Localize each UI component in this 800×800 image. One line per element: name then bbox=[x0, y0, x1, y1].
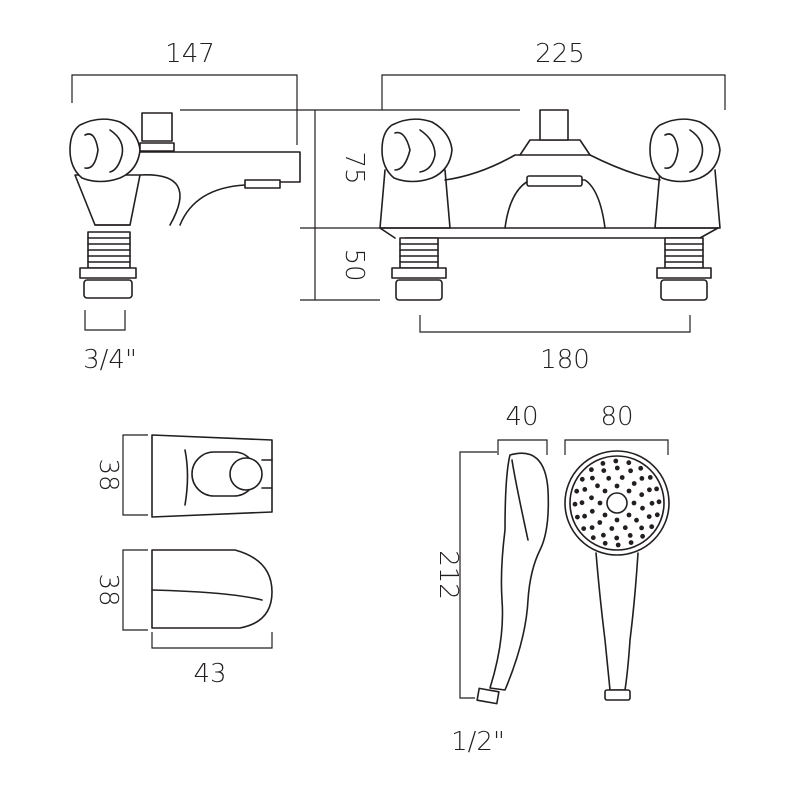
nozzle-dot bbox=[639, 492, 645, 498]
dim-225: 225 bbox=[535, 39, 585, 69]
nozzle-dot bbox=[579, 500, 585, 506]
nozzle-dot bbox=[649, 500, 655, 506]
nozzle-dot bbox=[631, 500, 637, 506]
nozzle-dot bbox=[606, 475, 612, 481]
nozzle-dot bbox=[597, 520, 603, 525]
nozzle-dot bbox=[614, 465, 620, 471]
nozzle-dot bbox=[627, 533, 633, 538]
nozzle-dot bbox=[614, 483, 620, 489]
nozzle-dot bbox=[613, 458, 619, 464]
mixer-front-view: 225 bbox=[379, 39, 726, 375]
nozzle-dot bbox=[646, 514, 652, 519]
nozzle-dot bbox=[626, 460, 632, 466]
nozzle-dot bbox=[589, 467, 594, 473]
nozzle-dot bbox=[626, 512, 632, 518]
spray-nozzles bbox=[572, 458, 662, 548]
nozzle-dot bbox=[640, 533, 645, 539]
wall-bracket: 38 bbox=[93, 434, 273, 518]
nozzle-dot bbox=[601, 532, 606, 538]
dim-43: 43 bbox=[193, 659, 226, 689]
nozzle-dot bbox=[581, 526, 587, 531]
nozzle-dot bbox=[589, 495, 594, 501]
nozzle-dot bbox=[589, 525, 595, 530]
nozzle-dot bbox=[582, 513, 587, 519]
nozzle-dot bbox=[602, 540, 608, 546]
dim-38-bracket: 38 bbox=[93, 458, 123, 491]
height-dimensions: 75 50 bbox=[180, 109, 520, 301]
dim-50: 50 bbox=[339, 248, 369, 281]
handle-right bbox=[649, 118, 721, 183]
nozzle-dot bbox=[615, 542, 621, 548]
nozzle-dot bbox=[634, 517, 639, 523]
nozzle-dot bbox=[575, 514, 580, 520]
nozzle-dot bbox=[600, 461, 606, 466]
thread-front-right bbox=[656, 237, 712, 301]
thread-front-left bbox=[391, 237, 447, 301]
mixer-side-view: 147 3/4" bbox=[69, 39, 301, 375]
nozzle-dot bbox=[654, 486, 659, 492]
dim-1-2: 1/2" bbox=[451, 727, 505, 757]
nozzle-dot bbox=[631, 481, 637, 486]
nozzle-dot bbox=[626, 488, 632, 494]
nozzle-dot bbox=[639, 525, 644, 531]
nozzle-dot bbox=[582, 487, 588, 492]
nozzle-dot bbox=[574, 488, 580, 494]
handset-front: 80 bbox=[564, 402, 670, 701]
nozzle-dot bbox=[614, 517, 620, 523]
nozzle-dot bbox=[647, 487, 652, 493]
thread-side bbox=[79, 231, 137, 299]
nozzle-dot bbox=[579, 476, 585, 482]
nozzle-dot bbox=[654, 512, 660, 518]
nozzle-dot bbox=[590, 475, 595, 481]
dim-147: 147 bbox=[165, 39, 215, 69]
dim-40: 40 bbox=[505, 402, 538, 432]
dim-38-cradle: 38 bbox=[93, 573, 123, 606]
nozzle-dot bbox=[595, 483, 600, 489]
nozzle-dot bbox=[602, 512, 608, 518]
dim-75: 75 bbox=[339, 151, 369, 184]
nozzle-dot bbox=[639, 476, 645, 481]
dim-3-4: 3/4" bbox=[83, 345, 137, 375]
handle-side bbox=[69, 118, 141, 183]
dim-180: 180 bbox=[540, 345, 590, 375]
nozzle-dot bbox=[622, 525, 628, 531]
nozzle-dot bbox=[619, 475, 625, 480]
nozzle-dot bbox=[572, 501, 578, 507]
nozzle-dot bbox=[597, 500, 603, 506]
nozzle-dot bbox=[602, 488, 608, 494]
nozzle-dot bbox=[601, 468, 607, 473]
nozzle-dot bbox=[640, 505, 645, 511]
nozzle-dot bbox=[656, 499, 662, 505]
nozzle-dot bbox=[628, 540, 634, 545]
nozzle-dot bbox=[628, 468, 633, 474]
nozzle-dot bbox=[649, 524, 655, 530]
nozzle-dot bbox=[638, 465, 644, 471]
dim-80: 80 bbox=[600, 402, 633, 432]
nozzle-dot bbox=[590, 535, 596, 541]
nozzle-dot bbox=[647, 475, 653, 480]
nozzle-dot bbox=[614, 535, 620, 541]
handset-side: 40 212 1/2" bbox=[433, 402, 550, 757]
nozzle-dot bbox=[589, 508, 595, 514]
dim-212: 212 bbox=[433, 550, 463, 600]
nozzle-dot bbox=[609, 526, 615, 531]
cradle: 38 43 bbox=[93, 549, 273, 689]
handle-left bbox=[381, 118, 453, 183]
